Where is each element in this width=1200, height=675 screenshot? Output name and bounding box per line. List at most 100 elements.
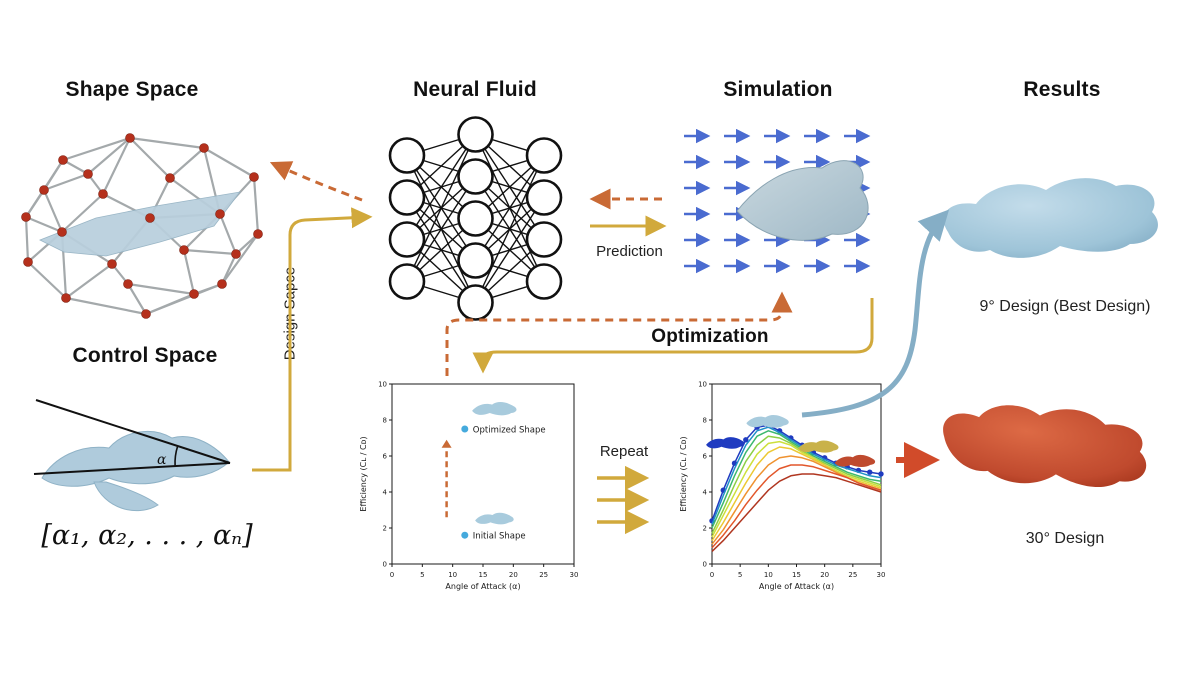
series-iteration-1 [711,473,882,552]
x-tick-label: 15 [792,571,801,579]
y-axis-label: Efficiency (Cʟ / Cᴅ) [359,436,368,511]
control-space-shape: α [33,399,231,512]
series-iteration-2 [711,464,882,549]
alpha-vector-formula: [α₁, α₂, . . . , αₙ] [41,520,253,551]
angle-lines [33,399,231,475]
series-iteration-final [711,424,882,522]
y-tick-label: 6 [383,453,388,461]
design-space-label: Design Sapce [281,266,299,361]
x-tick-label: 0 [390,571,394,579]
heading-optimization: Optimization [651,326,769,347]
y-tick-label: 4 [383,489,388,497]
shape-thumbnail [472,402,517,416]
best-design-shape [943,178,1158,258]
y-axis-label: Efficiency (Cʟ / Cᴅ) [679,436,688,511]
series-iteration-4 [711,446,882,541]
nn-edge [474,155,545,303]
nn-node [388,221,426,258]
x-tick-label: 25 [539,571,548,579]
x-tick-label: 10 [448,571,457,579]
nn-node [457,242,494,279]
nn-node [457,158,494,195]
nn-edge [406,176,477,282]
neural-network-diagram [388,116,563,321]
nn-edge [474,197,545,303]
nn-edge [406,134,477,282]
best-design-render [943,178,1158,258]
series-marker [867,469,873,475]
x-tick-label: 5 [738,571,742,579]
y-tick-label: 10 [378,381,387,389]
y-tick-label: 2 [383,525,387,533]
y-tick-label: 8 [703,417,707,425]
y-tick-label: 6 [703,453,708,461]
design-space-arrow [252,207,373,472]
shape-thumbnail [475,512,514,525]
y-tick-label: 4 [703,489,708,497]
alpha-label: α [157,452,167,468]
y-tick-label: 2 [703,525,707,533]
shape-thumbnail [746,414,789,428]
x-axis-label: Angle of Attack (α) [445,582,520,591]
heading-neural-fluid: Neural Fluid [413,78,537,101]
x-tick-label: 30 [570,571,579,579]
improvement-arrowhead [441,439,452,448]
simulation-flow-field [684,128,871,274]
nn-node [457,200,494,237]
nn-node [525,263,563,300]
x-tick-label: 20 [509,571,518,579]
x-tick-label: 5 [420,571,424,579]
heading-shape-space: Shape Space [65,78,199,101]
heading-simulation: Simulation [723,78,833,101]
nn-node [525,221,563,258]
nn-node [525,137,563,174]
point-marker [461,425,469,433]
nn-edge [406,134,477,240]
angle-arc [174,445,179,467]
best-design-caption: 9° Design (Best Design) [979,298,1151,315]
x-tick-label: 20 [820,571,829,579]
prediction-label: Prediction [596,243,663,260]
second-design-shape [943,405,1147,488]
series-iteration-6 [711,435,882,534]
shape-thumbnail [706,437,745,449]
x-axis-label: Angle of Attack (α) [759,582,834,591]
series-iteration-8 [711,426,882,525]
series-iteration-7 [711,430,882,529]
point-label: Initial Shape [473,532,526,542]
neural-to-shape-arrow [269,161,363,202]
second-design-render [943,405,1147,488]
nn-node [388,179,426,216]
x-tick-label: 25 [848,571,857,579]
series-iteration-5 [711,440,882,538]
shape-space-wireframe [21,133,263,319]
wireframe-wing-silhouette [39,191,241,257]
x-tick-label: 0 [710,571,714,579]
y-tick-label: 10 [698,381,707,389]
x-tick-label: 30 [877,571,886,579]
shape-thumbnail [834,454,876,468]
y-tick-label: 0 [703,561,707,569]
y-tick-label: 0 [383,561,387,569]
nn-node [388,263,426,300]
x-tick-label: 10 [764,571,773,579]
wireframe-joints [21,133,263,319]
x-tick-label: 15 [479,571,488,579]
shape-thumbnail [798,440,839,453]
simulated-shape [736,160,869,241]
nn-node [457,116,494,153]
nn-edge [474,155,545,261]
repeat-label: Repeat [599,443,649,460]
y-tick-label: 8 [383,417,387,425]
series-marker [878,471,884,477]
plot-frame [711,383,882,565]
heading-results: Results [1023,78,1101,101]
nn-node [457,284,494,321]
second-design-caption: 30° Design [1025,530,1105,547]
point-label: Optimized Shape [473,426,546,436]
series-marker [743,437,749,443]
heading-control-space: Control Space [72,344,218,367]
